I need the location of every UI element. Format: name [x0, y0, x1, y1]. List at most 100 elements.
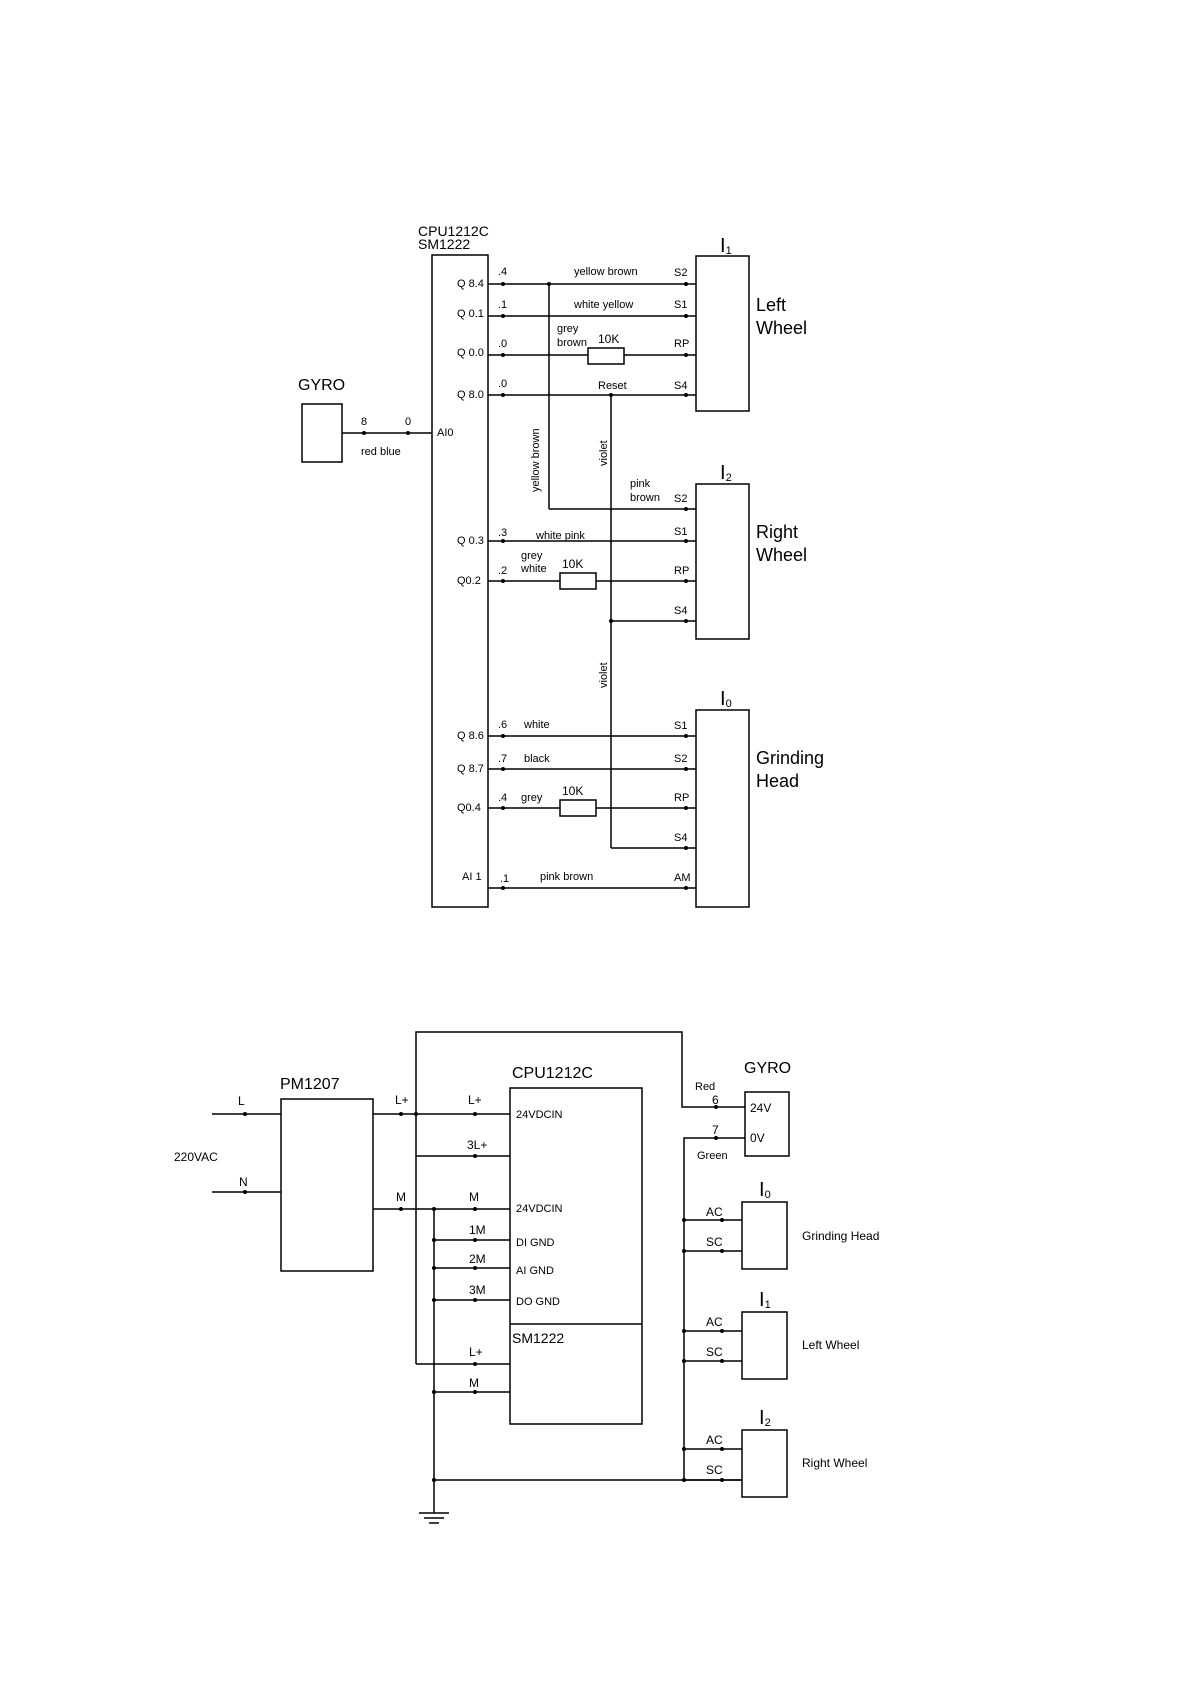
gyro-24v: 24V — [750, 1101, 771, 1115]
term-2m: 2M — [469, 1252, 486, 1266]
gyro-pin-6: 6 — [712, 1093, 719, 1107]
wire-white: white — [520, 563, 547, 575]
port-q86: Q 8.6 — [457, 730, 484, 742]
pm-lplus: L+ — [395, 1093, 409, 1107]
port-ai1: AI 1 — [462, 871, 482, 883]
grinding-head-title-1: Grinding — [756, 748, 824, 768]
port-q80: Q 8.0 — [457, 389, 484, 401]
bit-03: .3 — [498, 527, 507, 539]
port-q00: Q 0.0 — [457, 347, 484, 359]
wire-pink-brown: pink brown — [540, 871, 593, 883]
left-wheel-bottom-box — [741, 1311, 788, 1380]
i0-sc: SC — [706, 1235, 723, 1249]
right-wheel-title-2: Wheel — [756, 545, 807, 565]
input-n: N — [239, 1175, 248, 1189]
i1-sc: SC — [706, 1345, 723, 1359]
right-wheel-label: Right Wheel — [802, 1456, 867, 1470]
bit-04: .4 — [498, 792, 507, 804]
wire-reset: Reset — [598, 380, 627, 392]
term-3m: 3M — [469, 1283, 486, 1297]
bit-00: .0 — [498, 338, 507, 350]
pm-box — [280, 1098, 374, 1272]
pin-am-grind: AM — [674, 872, 691, 884]
i1-bottom-label: I1 — [759, 1289, 771, 1311]
gyro-pin-7: 7 — [712, 1123, 719, 1137]
port-q87: Q 8.7 — [457, 763, 484, 775]
bit-80: .0 — [498, 378, 507, 390]
pin-rp-right: RP — [674, 565, 689, 577]
bit-ai1: .1 — [500, 873, 509, 885]
cpu-bottom-label: CPU1212C — [512, 1065, 593, 1082]
grinding-head-label: Grinding Head — [802, 1229, 879, 1243]
i1-ac: AC — [706, 1315, 723, 1329]
i0-ac: AC — [706, 1205, 723, 1219]
top-diagram: CPU1212C SM1222 Q 8.4 Q 0.1 Q 0.0 Q 8.0 … — [298, 223, 824, 908]
wire-grey: grey — [557, 323, 579, 335]
bit-87: .7 — [498, 753, 507, 765]
port-q01: Q 0.1 — [457, 308, 484, 320]
bit-84: .4 — [498, 266, 507, 278]
gyro-label: GYRO — [298, 377, 345, 394]
bit-86: .6 — [498, 719, 507, 731]
wire-white-yellow: white yellow — [573, 299, 633, 311]
bottom-junction-dots — [399, 1112, 477, 1482]
gyro-pin-0: 0 — [405, 416, 411, 428]
gyro-bottom-label: GYRO — [744, 1060, 791, 1077]
pin-rp-grind: RP — [674, 792, 689, 804]
pin-s4-left: S4 — [674, 380, 687, 392]
pin-s2-left: S2 — [674, 267, 687, 279]
pin-s1-left: S1 — [674, 299, 687, 311]
wire-brown-2: brown — [630, 492, 660, 504]
pm-label: PM1207 — [280, 1076, 340, 1093]
wire-grey-2: grey — [521, 550, 543, 562]
wire-white-pink: white pink — [535, 530, 585, 542]
cpu-label: CPU1212C — [418, 223, 489, 239]
pin-rp-left: RP — [674, 338, 689, 350]
pin-s4-right: S4 — [674, 605, 687, 617]
bit-02: .2 — [498, 565, 507, 577]
bottom-diagram: PM1207 L N 220VAC L+ M CPU1212C — [174, 1031, 879, 1524]
term-24vdcin-2: 24VDCIN — [516, 1203, 563, 1215]
gyro-bottom-box — [744, 1091, 790, 1157]
gyro-0v: 0V — [750, 1131, 765, 1145]
term-di-gnd: DI GND — [516, 1237, 555, 1249]
vac-label: 220VAC — [174, 1150, 218, 1164]
term-sm-m: M — [469, 1376, 479, 1390]
pin-s2-right: S2 — [674, 493, 687, 505]
term-24vdcin-1: 24VDCIN — [516, 1109, 563, 1121]
wire-black: black — [524, 753, 550, 765]
label-ai0: AI0 — [437, 427, 454, 439]
pm-m: M — [396, 1190, 406, 1204]
top-junction-dots — [501, 282, 688, 890]
pin-s4-grind: S4 — [674, 832, 687, 844]
wire-yellow-brown: yellow brown — [574, 266, 638, 278]
sm-bottom-label: SM1222 — [512, 1330, 564, 1346]
pin-s1-right: S1 — [674, 526, 687, 538]
wires-grinding-head — [488, 735, 696, 889]
left-wheel-box — [695, 255, 750, 412]
gyro-wire-label: red blue — [361, 446, 401, 458]
grinding-head-box — [695, 709, 750, 908]
term-do-gnd: DO GND — [516, 1296, 560, 1308]
pin-s1-grind: S1 — [674, 720, 687, 732]
resistor-2: 10K — [562, 557, 583, 571]
cpu-bottom-box — [509, 1087, 643, 1425]
wire-brown: brown — [557, 337, 587, 349]
left-wheel-label: Left Wheel — [802, 1338, 859, 1352]
i0-bottom-label: I0 — [759, 1179, 771, 1201]
wire-violet-1: violet — [598, 440, 610, 466]
right-wheel-title-1: Right — [756, 522, 798, 542]
i1-label: I1 — [720, 235, 732, 257]
wires-right-wheel — [488, 540, 696, 622]
term-ai-gnd: AI GND — [516, 1265, 554, 1277]
term-3lplus: 3L+ — [467, 1138, 487, 1152]
wire-pink: pink — [630, 478, 651, 490]
wire-violet-2: violet — [598, 662, 610, 688]
wire-green: Green — [697, 1150, 728, 1162]
port-q84: Q 8.4 — [457, 278, 484, 290]
pin-s2-grind: S2 — [674, 753, 687, 765]
wire-yellow-brown-vertical: yellow brown — [530, 428, 542, 492]
resistor-3: 10K — [562, 784, 583, 798]
right-bus-dots — [682, 1218, 724, 1482]
